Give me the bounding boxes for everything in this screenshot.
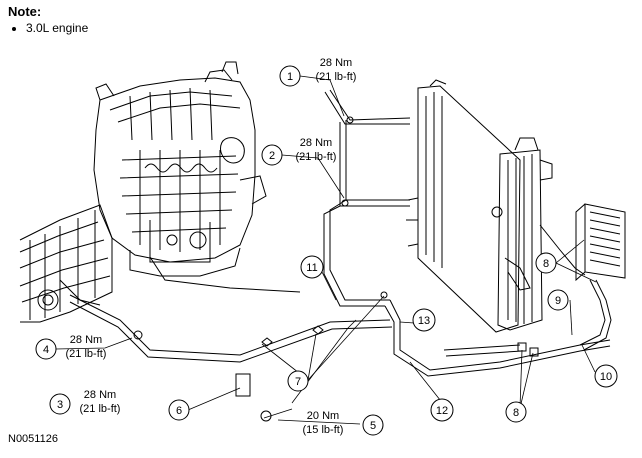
callout-7: 7 [287,370,309,392]
callout-4-spec-nm: 28 Nm [70,334,102,346]
callout-1: 1 28 Nm (21 lb-ft) [279,57,357,87]
figure-id: N0051126 [8,433,58,445]
callout-7-number: 7 [295,376,301,388]
callout-5: 5 20 Nm (15 lb-ft) [303,410,384,436]
callout-13-number: 13 [418,315,430,327]
callout-10-number: 10 [600,371,612,383]
callout-1-circle [279,65,301,87]
callout-2-spec-nm: 28 Nm [300,137,332,149]
callout-8-bottom-number: 8 [513,407,519,419]
callout-10: 10 [594,364,618,388]
engine-illustration [93,61,267,277]
callout-8-top: 8 [535,252,557,274]
callout-3: 3 28 Nm (21 lb-ft) [49,389,121,415]
note-block: Note: 3.0L engine [8,4,88,36]
callout-5-number: 5 [370,420,376,432]
note-list: 3.0L engine [8,20,88,36]
callout-8-top-number: 8 [543,258,549,270]
callout-9-number: 9 [555,295,561,307]
callout-2-number: 2 [269,150,275,162]
callout-11: 11 [300,255,324,279]
callout-5-spec-nm: 20 Nm [307,410,339,422]
callout-2: 2 28 Nm (21 lb-ft) [261,137,337,166]
transmission-illustration [19,204,113,323]
callout-9: 9 [547,289,569,311]
callout-1-spec-nm: 28 Nm [320,57,352,69]
callout-8-bottom: 8 [505,401,527,423]
cooler-line-tubes [69,89,612,422]
callout-4-number: 4 [43,344,49,356]
callout-13: 13 [412,308,436,332]
callout-2-spec-lbft: (21 lb-ft) [296,151,337,163]
note-title: Note: [8,4,42,19]
auxiliary-cooler-illustration [575,203,626,282]
callout-1-spec-lbft: (21 lb-ft) [316,71,357,83]
callout-3-spec-lbft: (21 lb-ft) [80,403,121,415]
callout-6-number: 6 [176,405,182,417]
note-item: 3.0L engine [26,20,88,36]
radiator-illustration [406,79,553,333]
callout-11-number: 11 [306,262,317,274]
leader-lines [55,75,597,425]
callout-4: 4 28 Nm (21 lb-ft) [35,334,107,360]
callout-5-spec-lbft: (15 lb-ft) [303,424,344,436]
callout-12: 12 [430,398,454,422]
callout-3-spec-nm: 28 Nm [84,389,116,401]
callout-4-spec-lbft: (21 lb-ft) [66,348,107,360]
callout-1-number: 1 [287,71,293,83]
callout-12-number: 12 [436,405,448,417]
callout-3-number: 3 [57,399,63,411]
callout-6: 6 [168,399,190,421]
